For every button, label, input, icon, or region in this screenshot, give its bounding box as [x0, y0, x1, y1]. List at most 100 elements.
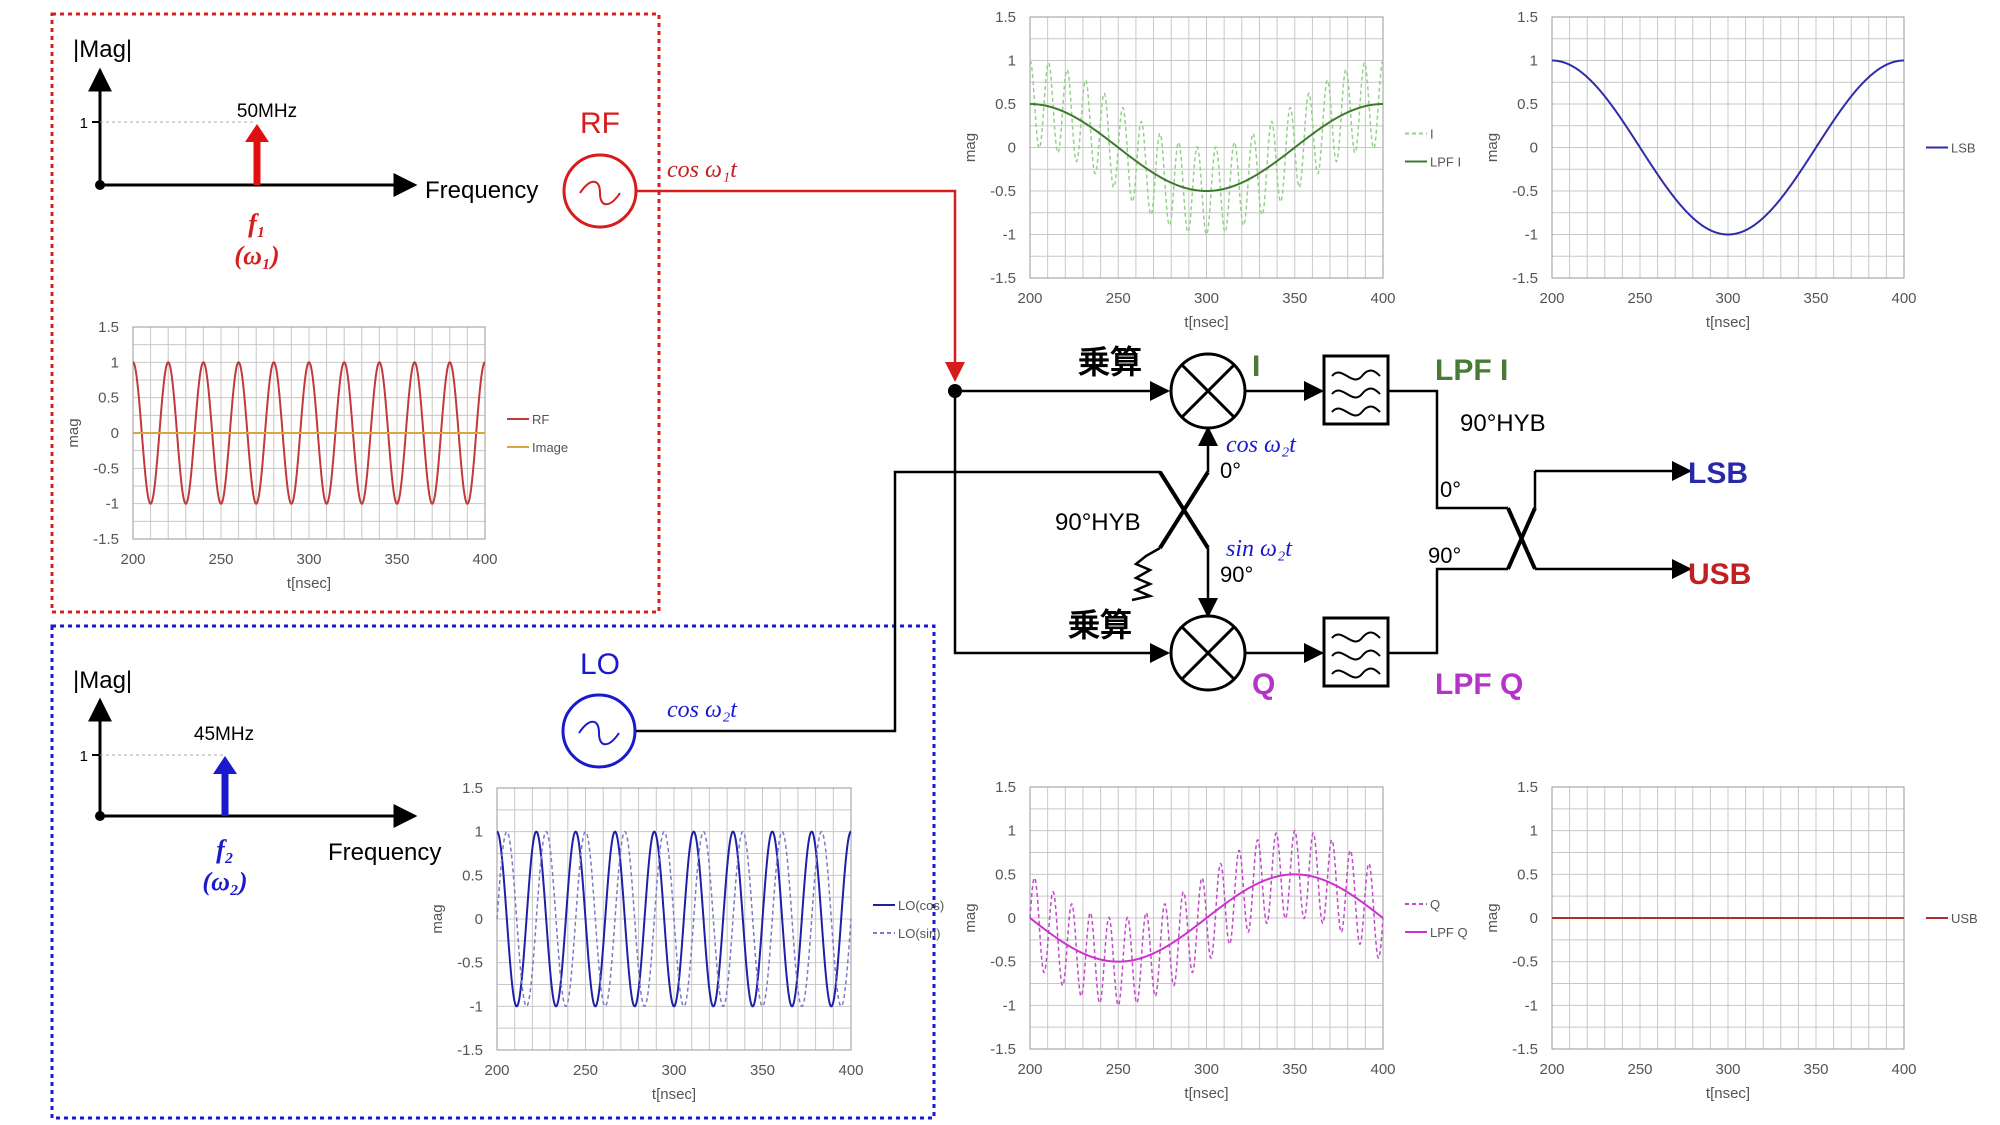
- usb-x-tick-label: 200: [1539, 1061, 1564, 1078]
- i-series-i: [1029, 59, 1384, 236]
- lo-f-symbol: f₂: [216, 835, 234, 864]
- lpf-i-icon: [1322, 354, 1390, 426]
- q-y-axis-label: mag: [962, 903, 979, 932]
- i-y-axis-label: mag: [962, 133, 979, 162]
- rf-y-tick-label: 0: [111, 425, 119, 442]
- lo-source-label: LO: [580, 648, 620, 681]
- rf-f-symbol: f₁: [248, 209, 266, 238]
- i-x-tick-label: 200: [1017, 290, 1042, 307]
- lo-spectrum-arrowhead: [213, 756, 237, 774]
- lsb-x-tick-label: 400: [1891, 290, 1916, 307]
- usb-y-tick-label: 1.5: [1517, 779, 1538, 796]
- usb-x-tick-label: 250: [1627, 1061, 1652, 1078]
- usb-output-label: USB: [1688, 558, 1751, 591]
- rf-y-tick-label: 1: [111, 354, 119, 371]
- rf-y-tick-label: 0.5: [98, 390, 119, 407]
- lo-y-tick-label: 1.5: [462, 780, 483, 797]
- rf-x-tick-label: 250: [208, 551, 233, 568]
- wire-lpf-i-to-hyb: [1388, 389, 1508, 510]
- q-grid: [1029, 786, 1384, 1050]
- lo-y-tick-label: -0.5: [457, 955, 483, 972]
- rf-y-tick-label: -1.5: [93, 531, 119, 548]
- lo-y-tick-label: -1: [470, 998, 483, 1015]
- q-legend-label: Q: [1430, 897, 1440, 912]
- hyb-right-label: 90°HYB: [1460, 410, 1546, 437]
- lo-freq-marker: 45MHz: [194, 724, 254, 745]
- q-series-q: [1029, 829, 1384, 1007]
- q-y-tick-label: -0.5: [990, 954, 1016, 971]
- usb-y-tick-label: 0: [1530, 910, 1538, 927]
- rf-mag-label: |Mag|: [73, 36, 132, 63]
- hyb-right-cross-2: [1506, 507, 1537, 570]
- rf-x-tick-label: 300: [296, 551, 321, 568]
- q-legend-label: LPF Q: [1430, 925, 1468, 940]
- hyb-right-0deg: 0°: [1440, 477, 1461, 502]
- lo-series-lo-sin-: [496, 830, 852, 1008]
- termination-resistor-icon: [1131, 546, 1161, 602]
- lsb-x-axis-label: t[nsec]: [1706, 314, 1750, 331]
- rf-panel-border: [50, 12, 661, 614]
- lsb-y-tick-label: -1: [1525, 227, 1538, 244]
- rf-y-tick-label: -1: [106, 496, 119, 513]
- lo-x-tick-label: 400: [838, 1062, 863, 1079]
- lsb-x-tick-label: 200: [1539, 290, 1564, 307]
- usb-y-axis-label: mag: [1484, 903, 1501, 932]
- q-y-tick-label: 1: [1008, 823, 1016, 840]
- rf-legend-label: RF: [532, 412, 549, 427]
- lo-y-tick-label: 1: [475, 824, 483, 841]
- lo-y-tick-label: 0: [475, 911, 483, 928]
- rf-spectrum-arrowhead: [245, 124, 269, 142]
- i-channel-label: I: [1252, 350, 1260, 383]
- rf-y-tick-label: 1.5: [98, 319, 119, 336]
- i-grid: [1029, 16, 1384, 279]
- lsb-y-tick-label: 0.5: [1517, 96, 1538, 113]
- rf-y-tick-label: -0.5: [93, 460, 119, 477]
- lsb-y-tick-label: 0: [1530, 140, 1538, 157]
- lo-x-axis-label: t[nsec]: [652, 1086, 696, 1103]
- rf-y-axis-label: mag: [65, 418, 82, 447]
- i-legend-label: I: [1430, 127, 1434, 142]
- block-diagram: 乗算 乗算 I Q cos ω₂t 0° sin ω₂t 90° 90°HYB …: [636, 189, 1751, 733]
- q-x-tick-label: 400: [1370, 1061, 1395, 1078]
- usb-y-tick-label: -1: [1525, 997, 1538, 1014]
- q-y-tick-label: -1.5: [990, 1041, 1016, 1058]
- lo-y-tick-label: -1.5: [457, 1042, 483, 1059]
- rf-series-rf: [132, 361, 486, 505]
- lo-mag-label: |Mag|: [73, 667, 132, 694]
- i-y-tick-label: -1: [1003, 227, 1016, 244]
- rf-x-axis-label: t[nsec]: [287, 575, 331, 592]
- q-y-tick-label: -1: [1003, 997, 1016, 1014]
- lo-x-tick-label: 300: [661, 1062, 686, 1079]
- rf-source-label: RF: [580, 107, 620, 140]
- lsb-x-tick-label: 250: [1627, 290, 1652, 307]
- lsb-y-tick-label: 1.5: [1517, 9, 1538, 26]
- rf-signal-line: [636, 189, 965, 382]
- lsb-y-tick-label: -1.5: [1512, 270, 1538, 287]
- lsb-x-tick-label: 350: [1803, 290, 1828, 307]
- sin-lo-label: sin ω₂t: [1226, 536, 1293, 562]
- i-legend-label: LPF I: [1430, 155, 1461, 170]
- lo-panel: 1 |Mag| 45MHz Frequency f₂ (ω₂) LO cos ω…: [50, 624, 936, 1120]
- mult-top-label: 乗算: [1078, 344, 1142, 380]
- usb-y-tick-label: -0.5: [1512, 954, 1538, 971]
- lo-frequency-axis-label: Frequency: [328, 839, 441, 866]
- q-x-tick-label: 200: [1017, 1061, 1042, 1078]
- lsb-y-axis-label: mag: [1484, 133, 1501, 162]
- usb-x-tick-label: 350: [1803, 1061, 1828, 1078]
- lo-legend-label: LO(sin): [898, 926, 941, 941]
- lsb-y-tick-label: 1: [1530, 53, 1538, 70]
- rf-spectrum-origin: [95, 180, 105, 190]
- mult-bottom-label: 乗算: [1068, 607, 1132, 643]
- lo-x-tick-label: 250: [573, 1062, 598, 1079]
- i-series-lpf-i: [1030, 103, 1383, 192]
- q-x-tick-label: 300: [1194, 1061, 1219, 1078]
- lpf-q-icon: [1322, 616, 1390, 688]
- cos-deg-label: 0°: [1220, 458, 1241, 483]
- hyb-left-cross-2: [1158, 470, 1210, 550]
- hyb-left-label: 90°HYB: [1055, 509, 1141, 536]
- usb-y-tick-label: 1: [1530, 823, 1538, 840]
- lpf-i-label: LPF I: [1435, 354, 1508, 387]
